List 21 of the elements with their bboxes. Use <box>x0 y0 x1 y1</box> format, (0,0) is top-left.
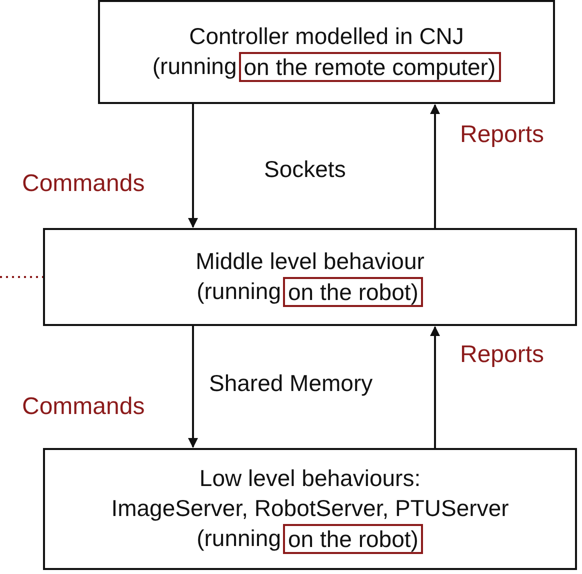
box-text: Low level behaviours: <box>199 464 421 493</box>
highlight-box <box>282 524 424 554</box>
box-text: on the robot) <box>288 278 418 306</box>
arrow <box>430 104 440 228</box>
process-box <box>43 228 577 326</box>
box-text: on the robot) <box>288 526 418 552</box>
process-box <box>98 0 555 104</box>
highlight-box <box>238 52 501 82</box>
box-text: (running <box>196 276 281 306</box>
box-text: ImageServer, RobotServer, PTUServer <box>111 494 509 523</box>
arrow <box>188 104 198 228</box>
arrow <box>188 326 198 448</box>
process-box <box>43 448 577 570</box>
dotted-line <box>0 276 43 278</box>
arrow <box>430 326 440 448</box>
box-text: (running <box>152 52 237 81</box>
highlight-box <box>282 276 424 308</box>
box-text: Controller modelled in CNJ <box>189 22 464 51</box>
box-text: Middle level behaviour <box>196 246 424 276</box>
box-text: (running <box>196 524 281 553</box>
box-text: on the remote computer) <box>244 54 496 80</box>
